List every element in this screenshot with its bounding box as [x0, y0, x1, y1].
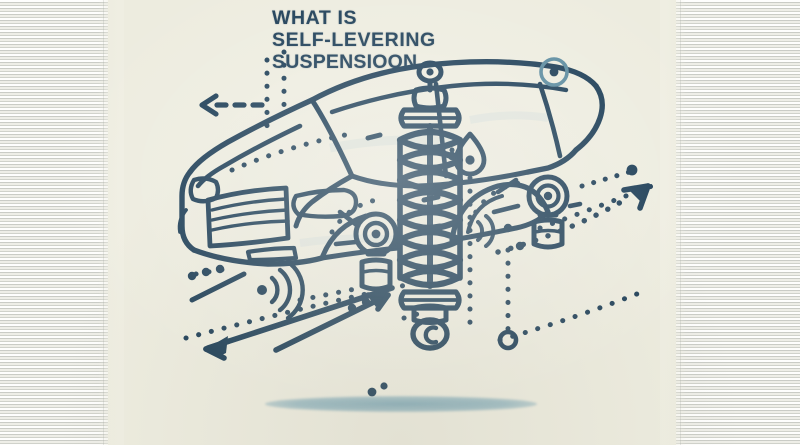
sensor-wave-icon-secondary — [476, 214, 496, 248]
target-marker — [539, 57, 569, 87]
guide-dot-trail-left — [193, 265, 235, 277]
rear-strut-assembly — [491, 174, 583, 250]
ground-shadow — [265, 396, 537, 412]
up-right-solid-arrow — [273, 292, 391, 353]
guide-hood-curve — [229, 131, 353, 173]
guide-dot-short-left — [297, 285, 363, 303]
guide-wheel-arch-front — [329, 197, 379, 235]
down-left-solid-arrow — [203, 285, 395, 361]
coil-spring-shock-absorber — [396, 60, 464, 351]
left-texture-panel — [0, 0, 108, 445]
left-dashed-arrow — [199, 93, 265, 117]
guide-end-ring — [497, 329, 519, 351]
guide-wheel-arch-rear — [467, 179, 527, 227]
upper-right-dotted-arrowhead — [579, 164, 639, 189]
up-right-dotted-arrow — [495, 183, 652, 255]
guide-diagonal-far-right — [497, 289, 645, 343]
scatter-dots — [187, 151, 525, 397]
left-texture-fade — [98, 0, 124, 445]
right-texture-panel — [676, 0, 800, 445]
sedan-outline — [177, 59, 605, 267]
right-seam-line — [680, 0, 681, 445]
upper-left-accent-line — [189, 271, 247, 303]
right-texture-fade — [660, 0, 686, 445]
sensor-wave-icon — [257, 259, 305, 321]
left-seam-line — [103, 0, 104, 445]
